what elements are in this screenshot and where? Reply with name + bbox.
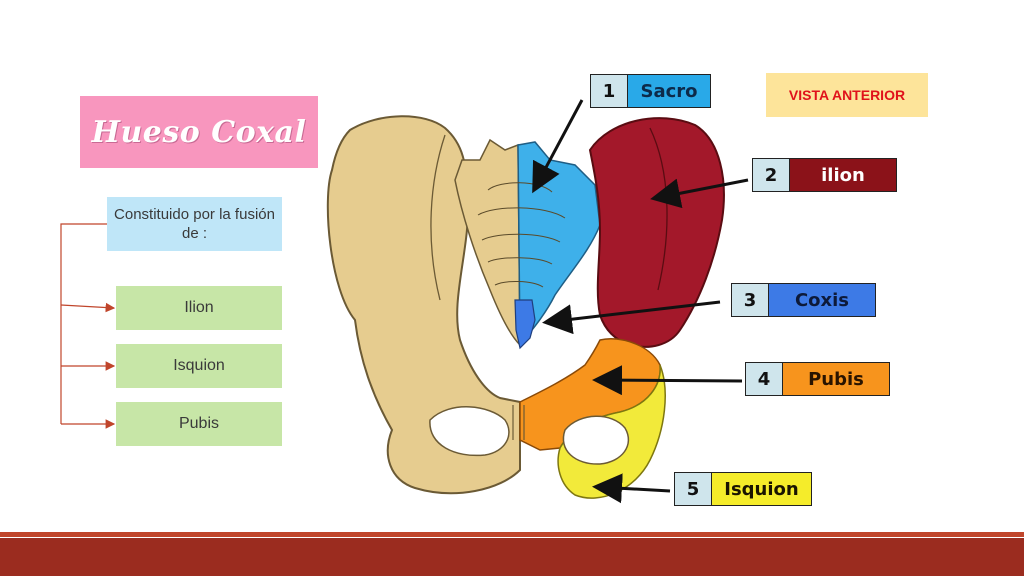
part-box-ilion: Ilion [116, 286, 282, 330]
view-text: VISTA ANTERIOR [788, 87, 906, 103]
label-number: 2 [753, 159, 790, 191]
slide-title: Hueso Coxal [91, 114, 307, 150]
pointer-arrows [532, 99, 749, 504]
pubic-symphysis [512, 405, 525, 440]
bracket-connector [60, 223, 116, 429]
coccyx [514, 299, 536, 350]
label-pubis: 4 Pubis [745, 362, 890, 396]
intro-text: Constituido por la fusión de : [114, 206, 275, 242]
label-name: Coxis [769, 284, 875, 316]
label-name: Isquion [712, 473, 811, 505]
label-sacro: 1 Sacro [590, 74, 711, 108]
sacral-ridges [477, 182, 566, 288]
sacrum-left-half [454, 138, 521, 347]
part-label: Ilion [184, 299, 214, 316]
footer-bar [0, 538, 1024, 576]
label-number: 3 [732, 284, 769, 316]
left-obturator-hole [429, 406, 510, 457]
part-box-isquion: Isquion [116, 344, 282, 388]
label-isquion: 5 Isquion [674, 472, 812, 506]
label-coxis: 3 Coxis [731, 283, 876, 317]
label-name: Pubis [783, 363, 889, 395]
left-ilium-inner-line [430, 134, 446, 301]
title-box: Hueso Coxal [80, 96, 318, 168]
right-ilion [588, 117, 725, 348]
right-obturator-hole [562, 415, 630, 465]
label-name: Sacro [628, 75, 710, 107]
footer-accent-line [0, 532, 1024, 537]
label-name: ilion [790, 159, 896, 191]
intro-box: Constituido por la fusión de : [107, 197, 282, 251]
label-number: 4 [746, 363, 783, 395]
label-number: 1 [591, 75, 628, 107]
part-label: Pubis [178, 415, 220, 432]
label-ilion: 2 ilion [752, 158, 897, 192]
view-label: VISTA ANTERIOR [766, 73, 928, 117]
part-label: Isquion [173, 357, 225, 374]
label-number: 5 [675, 473, 712, 505]
part-box-pubis: Pubis [116, 402, 282, 446]
